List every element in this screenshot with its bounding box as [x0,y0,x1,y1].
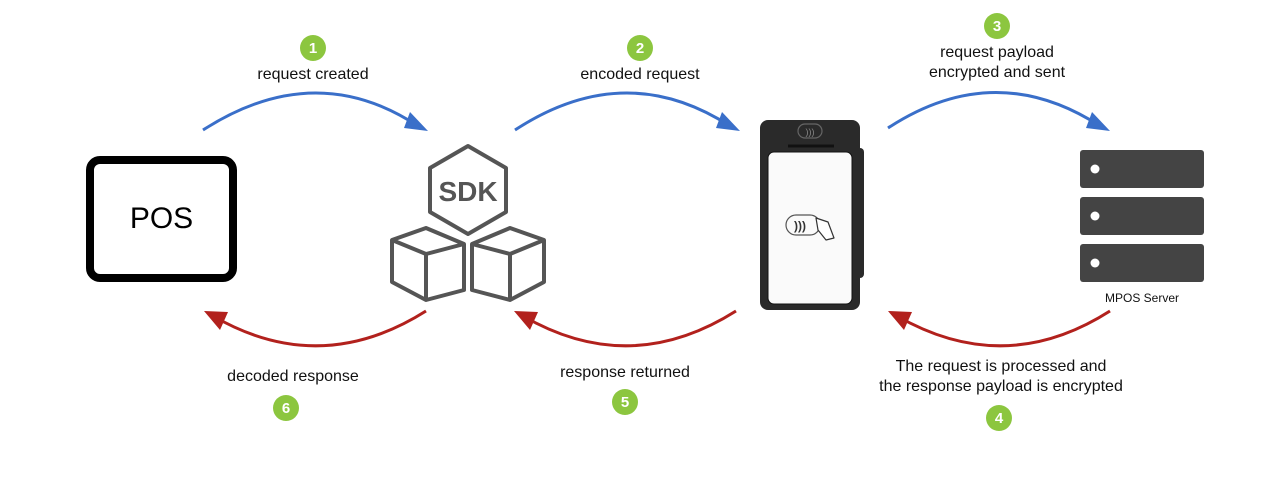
arrow-response-returned [522,309,737,348]
step-5-label: response returned [525,363,725,383]
payment-terminal-icon: ))) ))) [760,120,864,310]
arrow-encoded-request [514,91,731,132]
sdk-cubes-icon: SDK [390,144,546,302]
step-3-line-1: request payload [940,44,1054,61]
contactless-icon: ))) [785,214,835,241]
step-4-line-2: the response payload is encrypted [879,378,1123,395]
arrow-decoded-response [212,309,427,348]
step-3-label: request payload encrypted and sent [897,43,1097,83]
step-badge-4: 4 [986,405,1012,431]
arrow-response-processed [896,309,1111,348]
svg-text:))): ))) [806,127,815,137]
step-badge-2: 2 [627,35,653,61]
step-1-label: request created [213,65,413,85]
arrow-head-6 [204,311,228,330]
step-6-line-1: decoded response [227,368,359,385]
server-label: MPOS Server [1104,291,1179,305]
step-2-line-1: encoded request [580,66,700,83]
step-badge-6: 6 [273,395,299,421]
step-4-label: The request is processed and the respons… [838,357,1164,397]
pos-node: POS [86,156,237,282]
step-2-label: encoded request [530,65,750,85]
step-badge-3: 3 [984,13,1010,39]
step-1-line-1: request created [257,66,369,83]
step-5-line-1: response returned [560,364,690,381]
server-rack-icon [1080,150,1204,282]
step-badge-1: 1 [300,35,326,61]
arrow-request-sent [887,91,1101,130]
step-badge-5: 5 [612,389,638,415]
step-3-line-2: encrypted and sent [928,64,1066,81]
pos-label: POS [129,202,194,235]
step-4-line-1: The request is processed and [895,358,1107,375]
arrow-head-1 [404,112,428,131]
sdk-label: SDK [438,176,497,207]
arrow-head-5 [514,311,538,330]
step-6-label: decoded response [193,367,393,387]
arrow-head-3 [1086,112,1110,131]
svg-text:))): ))) [794,219,806,233]
arrow-request-created [202,91,419,132]
arrow-head-4 [888,311,912,330]
arrow-head-2 [716,112,740,131]
